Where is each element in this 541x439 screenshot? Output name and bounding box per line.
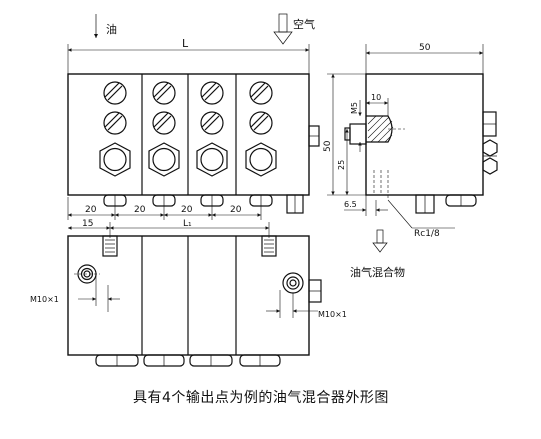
pipe-thread-label: Rc1/8: [414, 229, 440, 239]
pitch-label-4: 20: [230, 205, 242, 215]
side-height-label: 50: [323, 140, 333, 152]
bfitting-2: [143, 354, 185, 367]
screw-1a: [103, 81, 127, 105]
bfitting-4: [239, 354, 281, 367]
height-25-label: 25: [337, 160, 346, 170]
screw-1b: [103, 111, 127, 135]
figure-caption: 具有4个输出点为例的油气混合器外形图: [133, 390, 389, 406]
pitch-dimensions: [67, 197, 262, 220]
right-side-fitting-bottom: [308, 279, 322, 303]
fitting-4: [249, 194, 273, 207]
bottom-view-body: [67, 235, 310, 356]
fitting-3: [200, 194, 224, 207]
outlet-span-label: L₁: [183, 219, 192, 229]
pitch-label-1: 20: [85, 205, 97, 215]
overall-length-label: L: [182, 37, 189, 50]
thread-label-right: M10×1: [318, 310, 347, 319]
thread-label-left: M10×1: [30, 295, 59, 304]
dimension-overall-length: [67, 44, 310, 75]
thread-callout-right: [266, 290, 318, 318]
side-right-fittings: [482, 111, 498, 175]
screw-3a: [200, 81, 224, 105]
first-offset-label: 15: [82, 219, 93, 229]
pitch-label-3: 20: [181, 205, 193, 215]
fitting-1: [103, 194, 127, 207]
front-right-fittings: [286, 125, 320, 214]
bottom-view-fittings: [95, 354, 281, 367]
side-width-dimension: [365, 44, 484, 75]
fitting-2: [152, 194, 176, 207]
side-left-fitting: [344, 123, 367, 145]
adjusting-screws: [103, 81, 273, 135]
bfitting-3: [189, 354, 233, 367]
side-section-hatch: [366, 115, 405, 143]
air-label: 空气: [293, 17, 315, 31]
bottom-view-studs: [102, 235, 277, 257]
hex-nut-3: [196, 142, 228, 177]
offset-6-5-label: 6.5: [344, 200, 357, 209]
hex-nuts: [99, 142, 277, 177]
depth-10-dimension: [366, 98, 389, 116]
pipe-thread-leader: [387, 199, 455, 229]
hex-nut-2: [148, 142, 180, 177]
screw-4b: [249, 111, 273, 135]
side-height-dimension: [327, 73, 366, 196]
bfitting-1: [95, 354, 139, 367]
stud-left: [102, 235, 118, 257]
side-internal-passages: [373, 170, 389, 200]
offset-6-5-dimension: [344, 195, 388, 216]
side-view-body: [365, 73, 484, 196]
port-right: [282, 272, 304, 294]
pitch-label-2: 20: [134, 205, 146, 215]
hex-nut-4: [245, 142, 277, 177]
air-inlet-arrow: [273, 13, 293, 45]
depth-10-label: 10: [371, 93, 381, 102]
m5-label: M5: [350, 102, 359, 114]
side-bottom-fittings: [415, 194, 477, 214]
mixture-label: 油气混合物: [350, 265, 405, 279]
screw-3b: [200, 111, 224, 135]
hex-nut-1: [99, 142, 131, 177]
stud-right: [261, 235, 277, 257]
oil-label: 油: [106, 22, 117, 36]
side-width-label: 50: [419, 43, 431, 53]
screw-2a: [152, 81, 176, 105]
screw-2b: [152, 111, 176, 135]
mixture-outlet-arrow: [372, 229, 388, 253]
thread-callout-left: [78, 274, 120, 312]
screw-4a: [249, 81, 273, 105]
